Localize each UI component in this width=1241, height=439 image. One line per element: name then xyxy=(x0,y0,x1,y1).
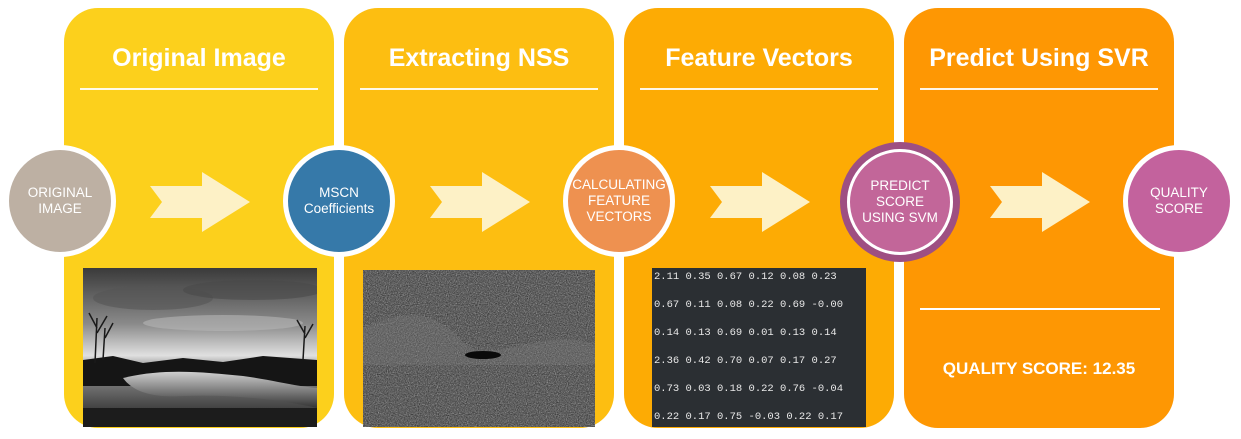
arrow-right-icon xyxy=(710,172,810,232)
feature-row: 2.11 0.35 0.67 0.12 0.08 0.23 xyxy=(654,271,837,283)
panel-divider xyxy=(920,88,1158,90)
panel-title: Original Image xyxy=(112,44,286,72)
panel-divider xyxy=(80,88,318,90)
node-predict-score-svm: PREDICT SCORE USING SVM xyxy=(840,142,960,262)
panel-title: Predict Using SVR xyxy=(929,44,1149,72)
node-original-image: ORIGINAL IMAGE xyxy=(4,145,116,257)
node-quality-score: QUALITY SCORE xyxy=(1123,145,1235,257)
score-divider xyxy=(920,308,1160,310)
feature-vectors-table: 2.11 0.35 0.67 0.12 0.08 0.23 0.67 0.11 … xyxy=(652,268,866,427)
original-photo-thumbnail xyxy=(83,268,317,427)
node-label: MSCN Coefficients xyxy=(303,185,375,216)
panel-divider xyxy=(640,88,878,90)
arrow-right-icon xyxy=(990,172,1090,232)
feature-row: 0.67 0.11 0.08 0.22 0.69 -0.00 xyxy=(654,299,844,311)
node-label: PREDICT SCORE USING SVM xyxy=(862,178,938,225)
node-label: ORIGINAL IMAGE xyxy=(27,185,93,216)
node-mscn-coefficients: MSCN Coefficients xyxy=(283,145,395,257)
panel-divider xyxy=(360,88,598,90)
feature-row: 2.36 0.42 0.70 0.07 0.17 0.27 xyxy=(654,355,837,367)
feature-row: 0.14 0.13 0.69 0.01 0.13 0.14 xyxy=(654,327,837,339)
panel-title: Extracting NSS xyxy=(388,44,570,72)
quality-score-value: QUALITY SCORE: 12.35 xyxy=(942,359,1136,378)
feature-row: 0.22 0.17 0.75 -0.03 0.22 0.17 xyxy=(654,411,844,423)
node-calculating-feature-vectors: CALCULATING FEATURE VECTORS xyxy=(563,145,675,257)
arrow-right-icon xyxy=(150,172,250,232)
mscn-coefficients-thumbnail xyxy=(363,270,595,427)
arrow-right-icon xyxy=(430,172,530,232)
node-label: CALCULATING FEATURE VECTORS xyxy=(572,177,666,224)
panel-title: Feature Vectors xyxy=(665,44,853,72)
feature-row: 0.73 0.03 0.18 0.22 0.76 -0.04 xyxy=(654,383,844,395)
node-label: QUALITY SCORE xyxy=(1150,185,1208,216)
